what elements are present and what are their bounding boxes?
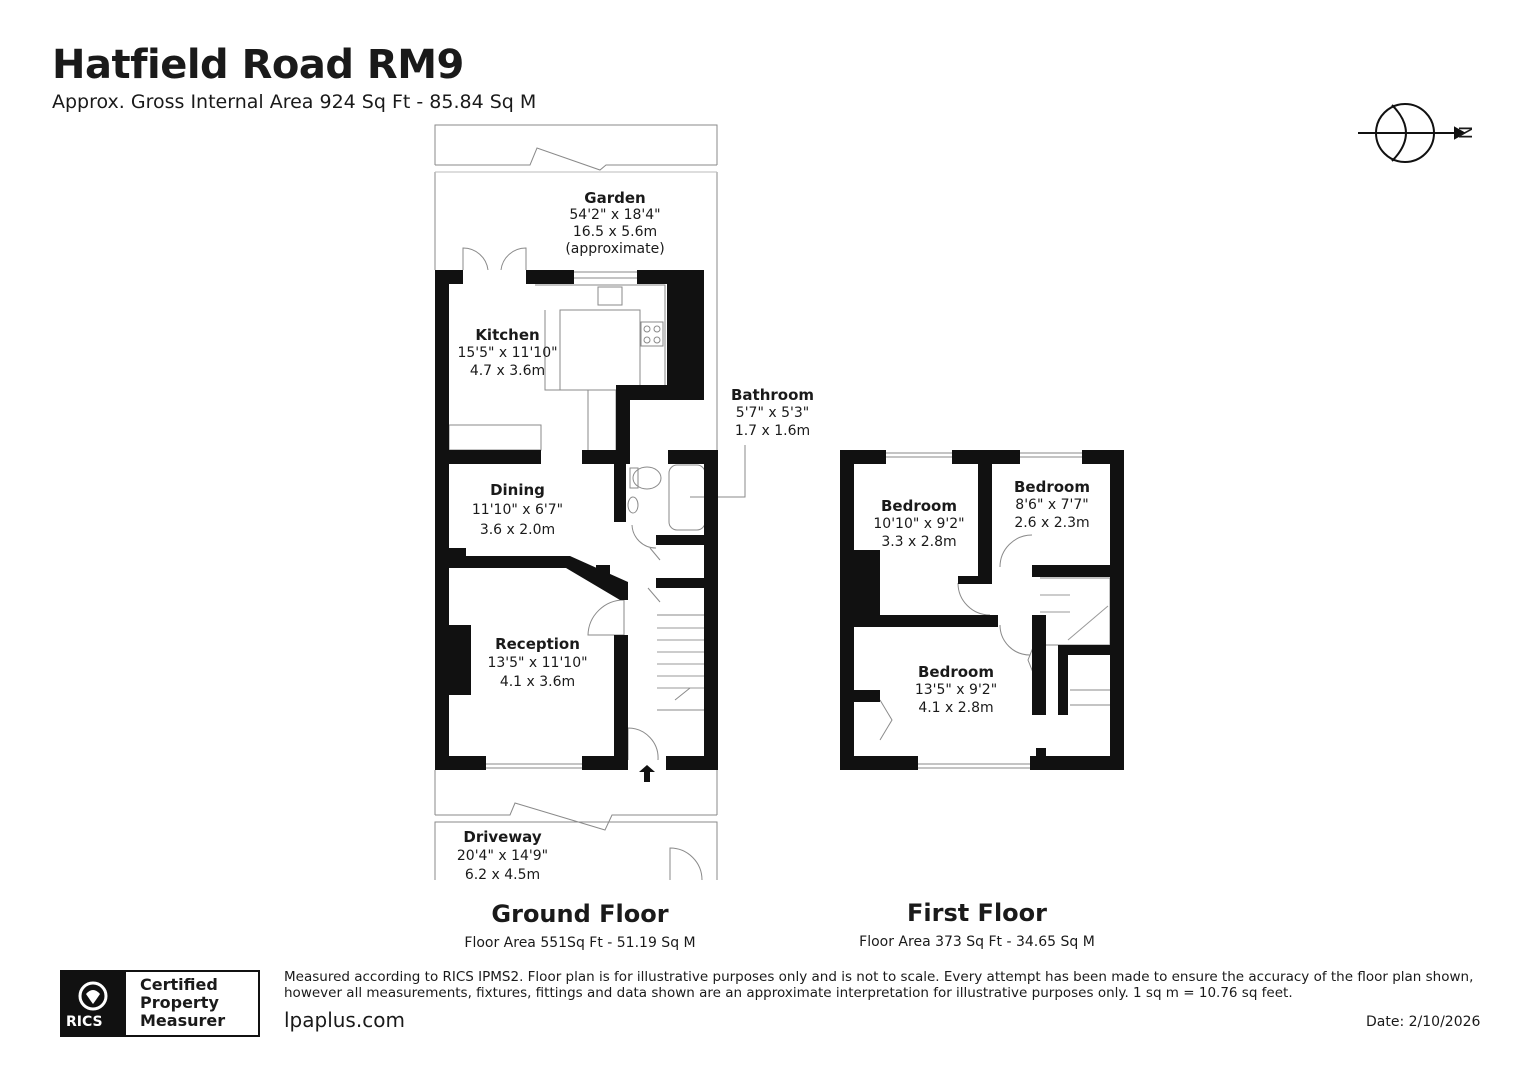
gf-west-wall [435, 270, 449, 770]
room-name: Reception [495, 635, 580, 653]
room-name: Kitchen [475, 326, 540, 344]
room-metric: 4.7 x 3.6m [469, 363, 546, 379]
website-link[interactable]: lpaplus.com [284, 1008, 405, 1032]
room-name: Bedroom [918, 663, 994, 681]
north-arrow-icon [1358, 103, 1467, 163]
driveway-outline [434, 821, 718, 880]
room-imperial: 54'2" x 18'4" [569, 207, 661, 223]
disclaimer-text: Measured according to RICS IPMS2. Floor … [284, 969, 1474, 1001]
room-name: Bathroom [730, 386, 815, 404]
garden-fence-line [435, 147, 717, 171]
room-note: (approximate) [565, 241, 665, 257]
room-bathroom: Bathroom 5'7" x 5'3" 1.7 x 1.6m [715, 386, 830, 440]
room-metric: 3.6 x 2.0m [479, 522, 556, 538]
room-dining: Dining 11'10" x 6'7" 3.6 x 2.0m [460, 480, 575, 540]
rics-logo-text: RICS [66, 1014, 103, 1030]
room-imperial: 13'5" x 11'10" [487, 655, 588, 671]
certified-property-measurer: Certified Property Measurer [140, 976, 225, 1030]
room-imperial: 20'4" x 14'9" [456, 848, 549, 864]
date-label: Date: 2/10/2026 [1366, 1014, 1481, 1030]
badge-line: Certified [140, 975, 218, 994]
room-imperial: 11'10" x 6'7" [471, 502, 564, 518]
garden-fence-top [434, 124, 718, 165]
page-title: Hatfield Road RM9 [52, 42, 464, 88]
ground-floor-area: Floor Area 551Sq Ft - 51.19 Sq M [464, 935, 696, 951]
front-wall-line [435, 802, 717, 831]
room-imperial: 8'6" x 7'7" [1015, 497, 1089, 513]
lion-icon [78, 981, 108, 1011]
rics-logo: RICS [60, 970, 126, 1037]
room-name: Dining [490, 481, 545, 499]
room-metric: 16.5 x 5.6m [572, 224, 658, 240]
room-imperial: 15'5" x 11'10" [457, 345, 558, 361]
room-name: Garden [584, 189, 646, 207]
room-garden: Garden 54'2" x 18'4" 16.5 x 5.6m (approx… [540, 190, 690, 258]
ff-west-wall [840, 450, 854, 770]
room-name: Driveway [463, 828, 542, 846]
room-imperial: 13'5" x 9'2" [914, 682, 998, 698]
page-subtitle: Approx. Gross Internal Area 924 Sq Ft - … [52, 91, 537, 113]
badge-line: Measurer [140, 1011, 226, 1030]
room-reception: Reception 13'5" x 11'10" 4.1 x 3.6m [475, 635, 600, 692]
badge-line: Property [140, 993, 219, 1012]
room-metric: 4.1 x 2.8m [918, 700, 994, 716]
room-bedroom-3: Bedroom 13'5" x 9'2" 4.1 x 2.8m [897, 663, 1015, 717]
room-bedroom-1: Bedroom 10'10" x 9'2" 3.3 x 2.8m [860, 497, 978, 551]
room-name: Bedroom [881, 497, 957, 515]
room-name: Bedroom [1014, 478, 1090, 496]
room-metric: 1.7 x 1.6m [734, 423, 811, 439]
room-imperial: 5'7" x 5'3" [735, 405, 810, 421]
room-metric: 2.6 x 2.3m [1014, 515, 1090, 531]
room-metric: 4.1 x 3.6m [499, 674, 576, 690]
room-kitchen: Kitchen 15'5" x 11'10" 4.7 x 3.6m [450, 326, 565, 380]
room-metric: 3.3 x 2.8m [881, 534, 957, 550]
first-floor-title: First Floor [906, 899, 1047, 927]
first-floor-area: Floor Area 373 Sq Ft - 34.65 Sq M [859, 934, 1095, 950]
ground-floor-title: Ground Floor [491, 900, 669, 928]
room-bedroom-2: Bedroom 8'6" x 7'7" 2.6 x 2.3m [997, 478, 1107, 532]
room-driveway: Driveway 20'4" x 14'9" 6.2 x 4.5m [445, 828, 560, 885]
room-metric: 6.2 x 4.5m [464, 867, 541, 883]
gf-east-wall [704, 450, 718, 770]
room-imperial: 10'10" x 9'2" [873, 516, 965, 532]
compass-label: N [1454, 125, 1476, 140]
gate-swing [669, 847, 703, 881]
ff-east-wall [1110, 450, 1124, 770]
